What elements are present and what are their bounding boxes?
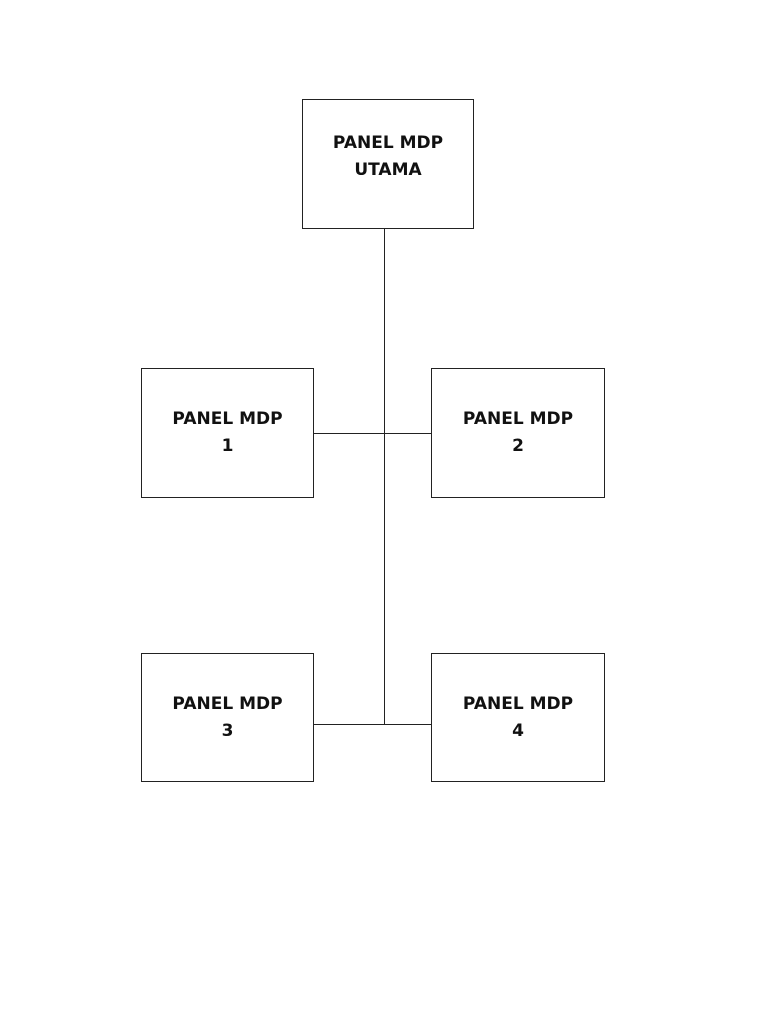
node-label-line2: 2 (512, 436, 524, 456)
main-trunk-connector (384, 229, 385, 725)
node-label-line1: PANEL MDP (172, 693, 283, 714)
row1-branch-connector (314, 433, 431, 434)
panel-mdp-1-node: PANEL MDP 1 (141, 368, 314, 498)
panel-mdp-2-node: PANEL MDP 2 (431, 368, 605, 498)
panel-mdp-utama-node: PANEL MDP UTAMA (302, 99, 474, 229)
node-label-line2: 1 (221, 436, 234, 456)
node-label-line1: PANEL MDP (462, 693, 574, 714)
node-label-line2: 4 (512, 720, 524, 741)
panel-mdp-4-node: PANEL MDP 4 (431, 653, 605, 782)
node-label-line1: PANEL MDP (172, 409, 283, 429)
node-label-line2: UTAMA (354, 160, 422, 180)
node-label-line2: 3 (221, 720, 234, 741)
node-label-line1: PANEL MDP (462, 409, 574, 429)
panel-mdp-3-node: PANEL MDP 3 (141, 653, 314, 782)
node-label-line1: PANEL MDP (332, 133, 444, 153)
row2-branch-connector (314, 724, 431, 725)
